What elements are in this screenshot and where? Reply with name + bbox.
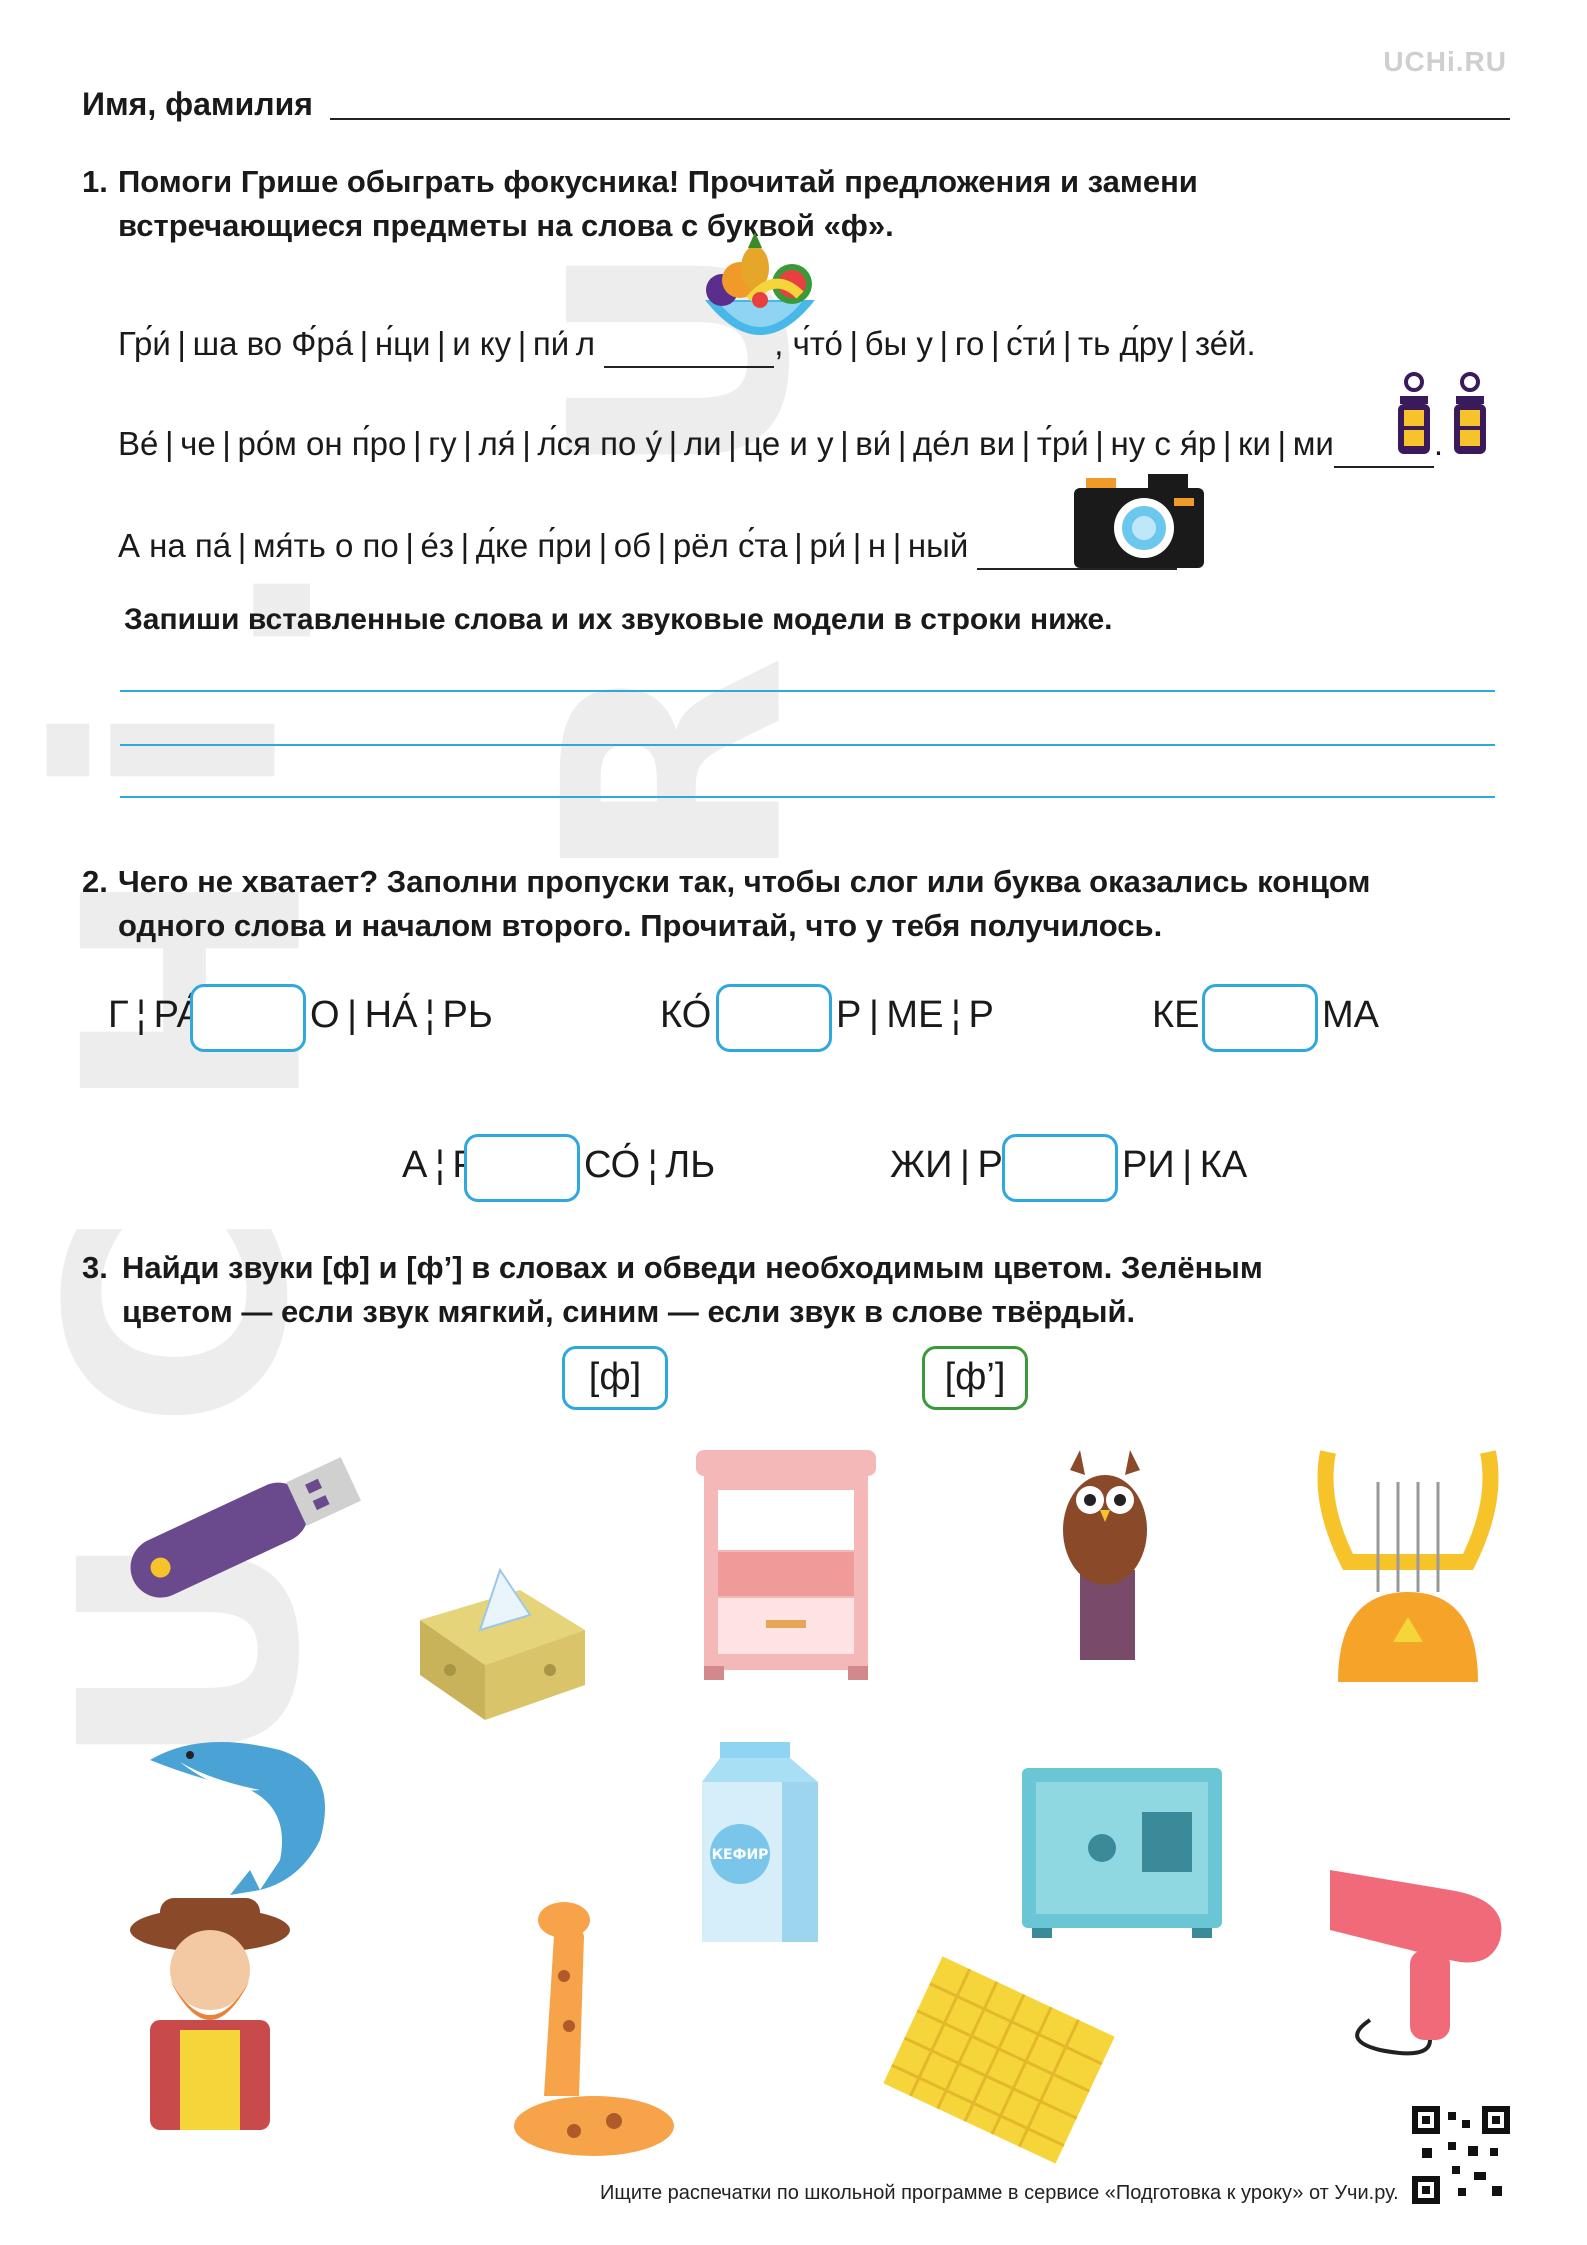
watermark-letter: i [0,698,346,802]
usb-flash-drive-icon[interactable] [120,1440,362,1610]
dolphin-icon[interactable] [140,1720,370,1900]
cupboard-icon[interactable] [696,1450,876,1680]
word-puzzle-3-right: МА [1322,994,1379,1036]
safe-icon[interactable] [1022,1768,1222,1938]
task1-sentence3-start: А на па́ | мя́ть о по | е́з | д́ке п́ри … [118,527,969,564]
task1-sentence1-start: Гр́и́ | ша во Ф́ра́ | н́ци | и ку | пи́ … [118,325,596,362]
kefir-label: КЕФИР [712,1847,769,1863]
answer-line-3[interactable] [120,796,1495,798]
qr-code-icon[interactable] [1412,2106,1510,2204]
word-puzzle-1-right: О | НА́ ¦ РЬ [310,994,493,1036]
word-puzzle-5-left: ЖИ | Р [890,1144,1003,1186]
camera-icon [1074,474,1204,568]
task1-instruction: Запиши вставленные слова и их звуковые м… [124,603,1113,636]
word-puzzle-1-input[interactable] [190,984,306,1052]
task1-number: 1. [82,164,108,199]
task3-title-line2: цветом — если звук мягкий, синим — если … [122,1294,1136,1329]
task3-number: 3. [82,1250,108,1285]
task1-sentence1-end: , ч́то́ | бы у | го | с́ти́ | ть д́ру | … [774,325,1256,362]
word-puzzle-5-input[interactable] [1002,1134,1118,1202]
task1-sentence3-end: . [1177,527,1187,564]
answer-line-1[interactable] [120,690,1495,692]
word-puzzle-3-left: КЕ [1152,994,1200,1036]
word-puzzle-2-input[interactable] [716,984,832,1052]
kefir-carton-icon[interactable]: КЕФИР [692,1742,828,1942]
task1-sentence1: Гр́и́ | ша во Ф́ра́ | н́ци | и ку | пи́ … [118,322,1256,368]
waffle-icon[interactable] [883,1956,1115,2164]
task1-sentence2-end: . [1433,425,1443,462]
giraffe-icon[interactable] [484,1896,684,2176]
lanterns-icon [1398,372,1486,454]
word-puzzle-5-right: РИ | КА [1122,1144,1248,1186]
task1-title-line1: Помоги Грише обыграть фокусника! Прочита… [118,164,1198,199]
name-label: Имя, фамилия [82,86,313,122]
task2-number: 2. [82,864,108,899]
task1-blank1[interactable] [604,322,775,368]
task1-blank2[interactable] [1333,422,1434,468]
sound-hard-badge: [ф] [562,1346,668,1410]
answer-line-2[interactable] [120,744,1495,746]
task1-blank3[interactable] [977,524,1178,570]
task1-sentence3: А на па́ | мя́ть о по | е́з | д́ке п́ри … [118,524,1187,570]
word-puzzle-1-left: Г ¦ РА́ [108,994,202,1036]
farmer-icon[interactable] [120,1880,300,2130]
fruit-bowl-icon [705,232,815,335]
task1-title-line2: встречающиеся предметы на слова с буквой… [118,208,894,243]
footer-text: Ищите распечатки по школьной программе в… [600,2182,1399,2204]
task2-title-line2: одного слова и началом второго. Прочитай… [118,908,1163,943]
hair-dryer-icon[interactable] [1320,1860,1520,2060]
tissue-box-icon[interactable] [410,1560,590,1730]
word-puzzle-3-input[interactable] [1202,984,1318,1052]
sound-soft-badge: [ф’] [922,1346,1028,1410]
word-puzzle-4-input[interactable] [464,1134,580,1202]
task3-title-line1: Найди звуки [ф] и [ф’] в словах и обведи… [122,1250,1263,1285]
brand-logo: UCHi.RU [1383,46,1507,77]
task1-sentence2-start: Ве́ | че | ро́м он п́ро | гу | ля́ | л́с… [118,425,1334,462]
owl-icon[interactable] [1030,1440,1180,1660]
task1-sentence2: Ве́ | че | ро́м он п́ро | гу | ля́ | л́с… [118,422,1443,468]
task2-title-line1: Чего не хватает? Заполни пропуски так, ч… [118,864,1371,899]
name-input-line[interactable] [330,118,1510,120]
word-puzzle-2-left: КО́ [660,994,712,1036]
word-puzzle-2-right: Р | МЕ ¦ Р [836,994,994,1036]
lyre-icon[interactable] [1308,1442,1508,1692]
word-puzzle-4-right: СО́ ¦ ЛЬ [584,1144,716,1186]
